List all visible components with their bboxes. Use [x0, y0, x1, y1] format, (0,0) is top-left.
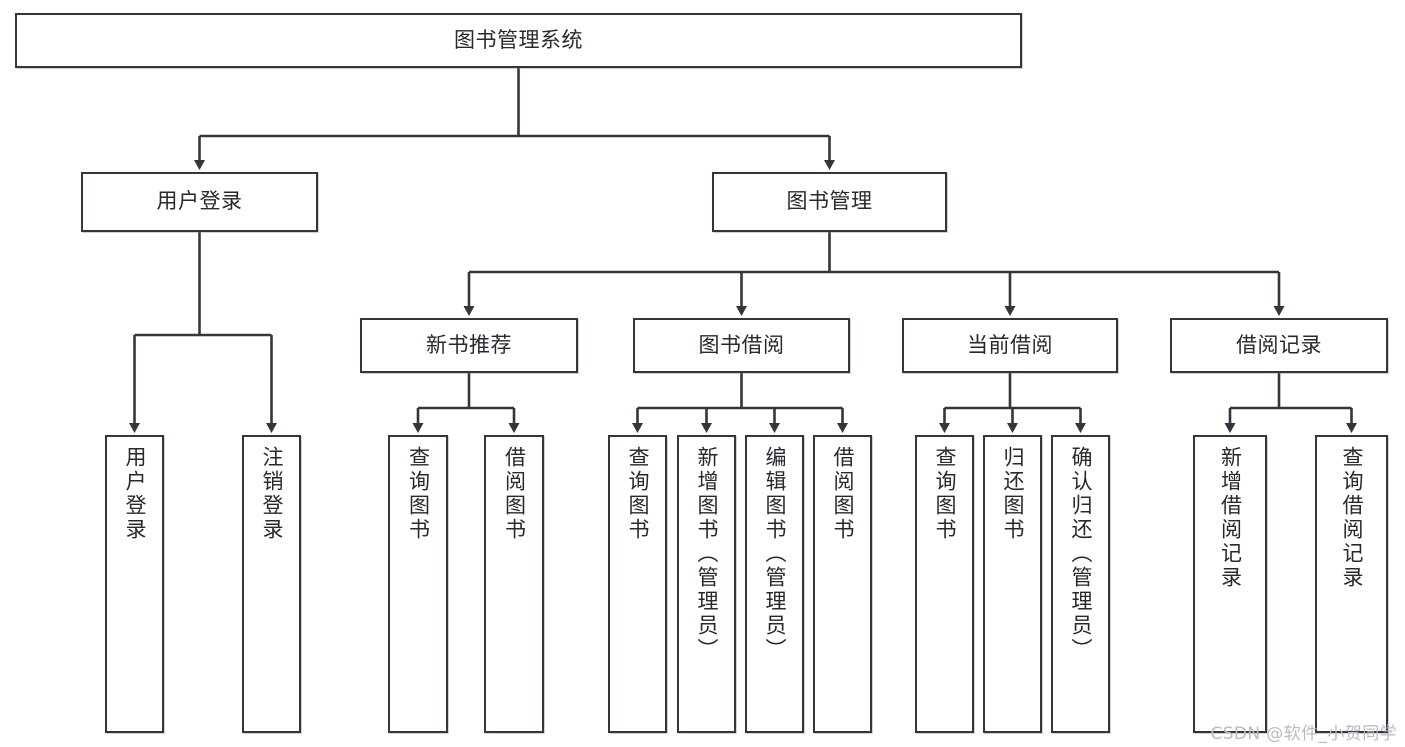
node-label: 新增借阅记录 [1218, 446, 1243, 590]
node-leaf-4[interactable]: 查询图书 [608, 435, 667, 733]
csdn-watermark: CSDN @软件_小贺同学 [1210, 724, 1397, 744]
node-leaf-7[interactable]: 借阅图书 [813, 435, 872, 733]
node-label: 借阅记录 [1236, 332, 1322, 357]
node-label: 新书推荐 [426, 332, 512, 357]
node-leaf-6[interactable]: 编辑图书（管理员） [745, 435, 804, 733]
node-label: 用户登录 [123, 446, 147, 542]
node-leaf-5[interactable]: 新增图书（管理员） [677, 435, 736, 733]
node-label: 借阅图书 [502, 446, 527, 542]
node-level2-1[interactable]: 图书管理 [712, 172, 947, 232]
node-label: 确认归还（管理员） [1069, 446, 1093, 662]
node-label: 查询图书 [933, 446, 957, 542]
node-label: 编辑图书（管理员） [763, 446, 787, 662]
node-leaf-1[interactable]: 注销登录 [242, 435, 301, 733]
node-level3-0[interactable]: 新书推荐 [360, 318, 578, 373]
node-label: 图书管理 [786, 189, 873, 214]
node-level2-0[interactable]: 用户登录 [81, 172, 318, 232]
node-level3-1[interactable]: 图书借阅 [633, 318, 850, 373]
node-leaf-12[interactable]: 查询借阅记录 [1315, 435, 1388, 733]
node-root[interactable]: 图书管理系统 [15, 13, 1022, 68]
node-leaf-0[interactable]: 用户登录 [105, 435, 164, 733]
node-label: 归还图书 [1001, 446, 1025, 542]
node-level3-2[interactable]: 当前借阅 [902, 318, 1118, 373]
node-leaf-10[interactable]: 确认归还（管理员） [1051, 435, 1110, 733]
node-label: 借阅图书 [831, 446, 855, 542]
node-label: 查询图书 [626, 446, 650, 542]
node-label: 注销登录 [260, 446, 284, 542]
node-label: 图书借阅 [698, 332, 785, 357]
node-label: 当前借阅 [967, 332, 1053, 357]
node-leaf-2[interactable]: 查询图书 [388, 435, 448, 733]
node-leaf-8[interactable]: 查询图书 [915, 435, 974, 733]
node-leaf-9[interactable]: 归还图书 [983, 435, 1042, 733]
node-label: 查询借阅记录 [1340, 446, 1364, 590]
node-label: 新增图书（管理员） [695, 446, 719, 662]
node-label: 查询图书 [406, 446, 431, 542]
node-level3-3[interactable]: 借阅记录 [1170, 318, 1388, 373]
node-leaf-3[interactable]: 借阅图书 [484, 435, 544, 733]
node-label: 用户登录 [156, 189, 243, 214]
node-label: 图书管理系统 [454, 27, 583, 52]
node-leaf-11[interactable]: 新增借阅记录 [1193, 435, 1267, 733]
